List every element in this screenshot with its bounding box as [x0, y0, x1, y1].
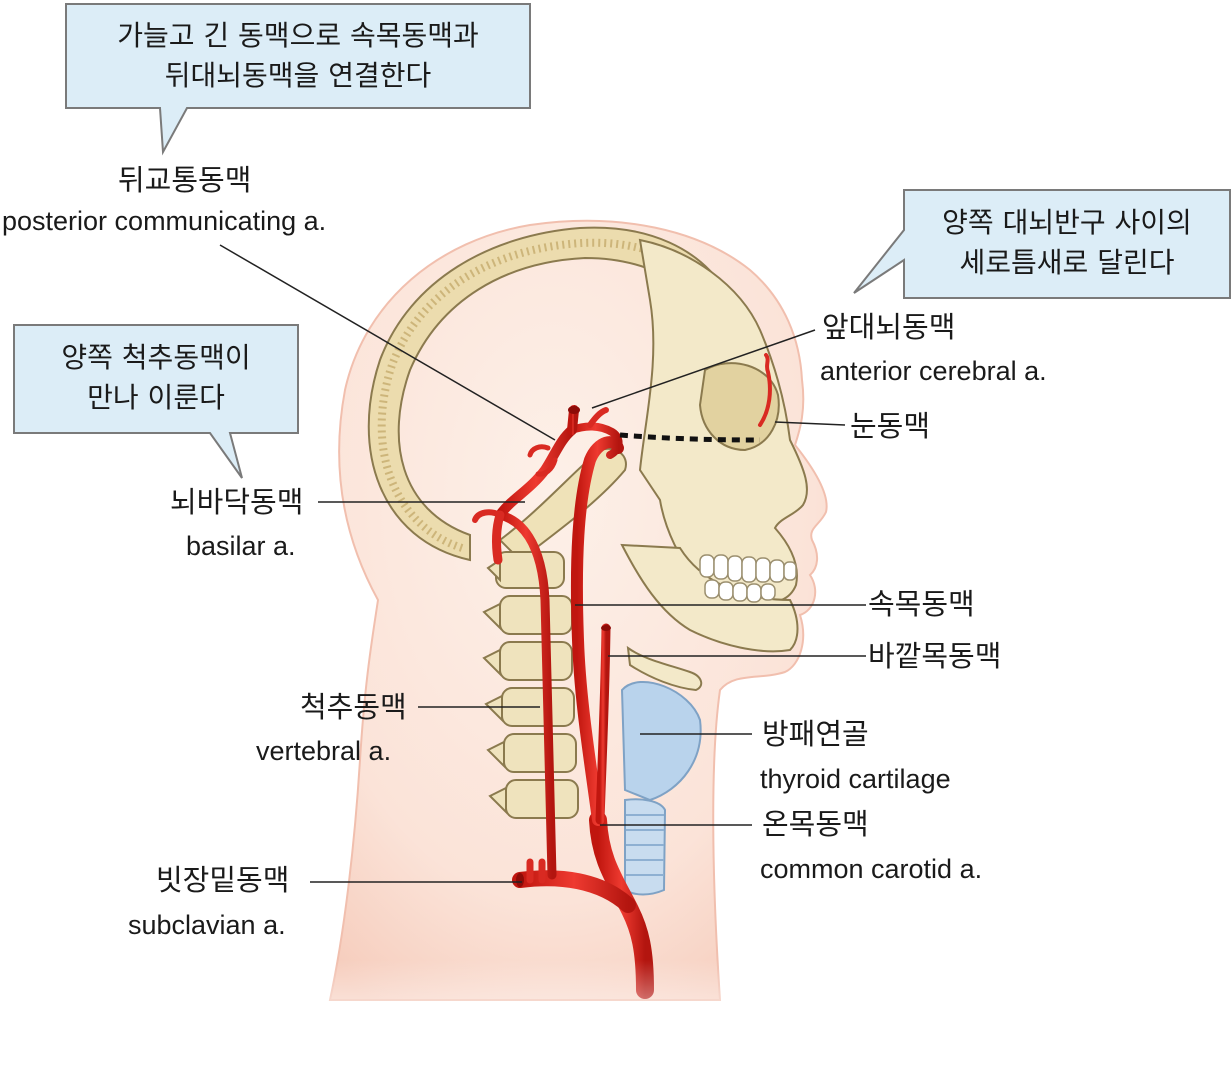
label-subclavian-en: subclavian a.: [128, 910, 286, 940]
callout-basilar-text: 양쪽 척추동맥이 만나 이룬다: [14, 338, 298, 418]
callout-pcom-line2: 뒤대뇌동맥을 연결한다: [164, 59, 432, 92]
external-carotid-artery: [595, 623, 611, 825]
label-subclavian-ko: 빗장밑동맥: [156, 863, 290, 897]
cranial-base: [498, 447, 627, 562]
label-pcom-en: posterior communicating a.: [2, 206, 327, 236]
internal-carotid-artery: [570, 436, 624, 826]
label-aca-ko: 앞대뇌동맥: [822, 310, 956, 344]
callout-box-basilar: [13, 324, 299, 479]
label-thyroid-en: thyroid cartilage: [760, 764, 951, 794]
callout-aca-line2: 세로틈새로 달린다: [959, 246, 1175, 279]
callout-aca-text: 양쪽 대뇌반구 사이의 세로틈새로 달린다: [904, 203, 1230, 283]
arteries: [472, 353, 772, 999]
callout-box-pcom: [65, 3, 531, 156]
leader-lines: [219, 244, 866, 883]
label-ica-ko: 속목동맥: [868, 587, 975, 621]
label-eca-ko: 바깥목동맥: [868, 639, 1002, 673]
teeth: [699, 554, 797, 603]
posterior-communicating-artery: [568, 422, 623, 459]
callout-aca-line1: 양쪽 대뇌반구 사이의: [942, 206, 1192, 239]
label-cca-en: common carotid a.: [760, 854, 983, 884]
callout-pcom-line1: 가늘고 긴 동맥으로 속목동맥과: [117, 19, 479, 52]
ophthalmic-dashed-course: [619, 432, 761, 443]
label-cca-ko: 온목동맥: [762, 807, 869, 841]
orbit: [698, 362, 780, 452]
vertebral-artery: [495, 510, 557, 880]
thyroid-cartilage: [620, 680, 702, 896]
label-pcom-ko: 뒤교통동맥: [118, 163, 252, 197]
callout-box-aca: [853, 189, 1231, 299]
callout-pcom-text: 가늘고 긴 동맥으로 속목동맥과 뒤대뇌동맥을 연결한다: [66, 16, 530, 96]
callout-basilar-line2: 만나 이룬다: [87, 381, 225, 414]
label-basilar-en: basilar a.: [186, 531, 296, 561]
label-vertebral-en: vertebral a.: [256, 736, 392, 766]
label-thyroid-ko: 방패연골: [762, 717, 869, 751]
label-ophthalmic-ko: 눈동맥: [850, 409, 931, 443]
hyoid-bone: [626, 645, 703, 692]
label-aca-en: anterior cerebral a.: [820, 356, 1047, 386]
ophthalmic-artery: [758, 353, 772, 427]
label-vertebral-ko: 척추동맥: [300, 690, 407, 724]
label-basilar-ko: 뇌바닥동맥: [170, 485, 304, 519]
basilar-artery: [495, 425, 577, 520]
callout-basilar-line1: 양쪽 척추동맥이: [61, 341, 251, 374]
